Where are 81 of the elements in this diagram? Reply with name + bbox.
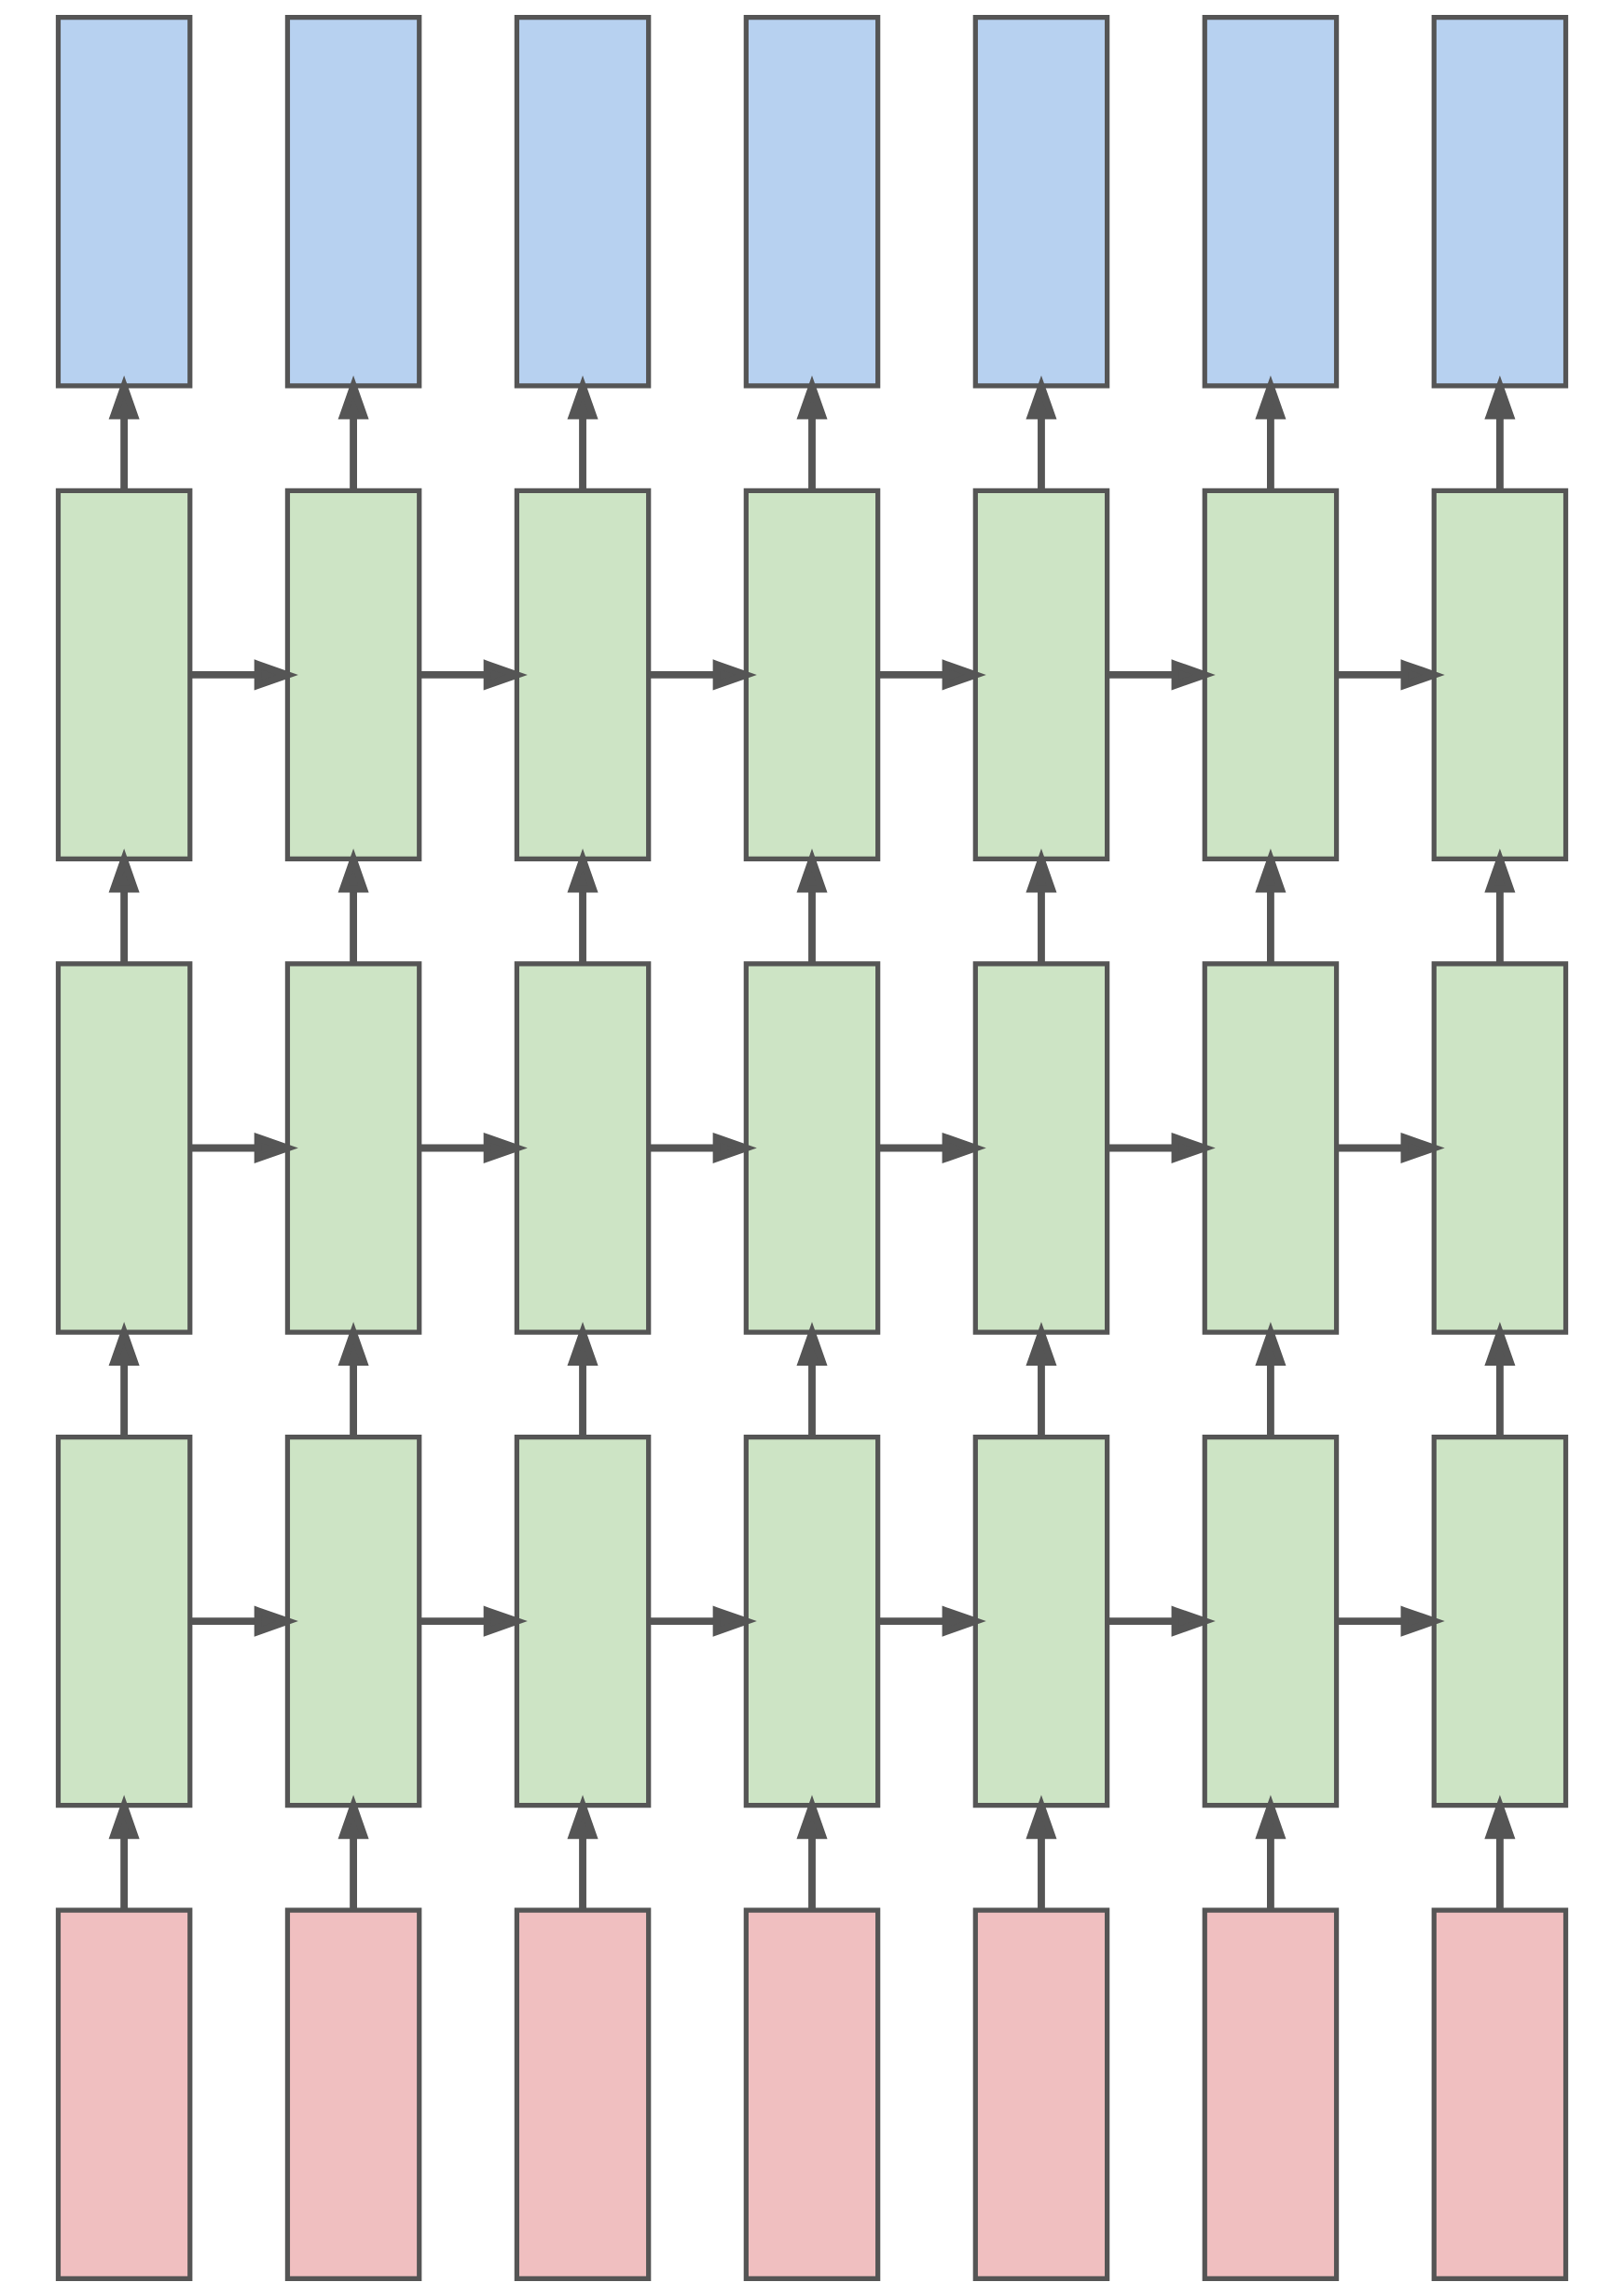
node-box <box>1431 961 1569 1335</box>
arrow <box>878 1605 986 1637</box>
node-box <box>743 15 881 389</box>
node-box <box>55 1907 193 2281</box>
node-box <box>972 1907 1110 2281</box>
node-box <box>514 15 652 389</box>
node-box <box>55 961 193 1335</box>
node-box <box>972 961 1110 1335</box>
arrow <box>1255 1321 1287 1437</box>
arrow <box>796 1794 828 1911</box>
node-box <box>514 1907 652 2281</box>
node-box <box>1431 1434 1569 1808</box>
arrow <box>337 848 369 964</box>
node-box <box>1431 15 1569 389</box>
arrow <box>1255 375 1287 491</box>
arrow <box>1108 1605 1216 1637</box>
arrow <box>1337 1132 1445 1164</box>
arrow <box>1025 375 1057 491</box>
arrow <box>1108 1132 1216 1164</box>
node-box <box>972 488 1110 862</box>
node-box <box>972 1434 1110 1808</box>
node-box <box>1431 488 1569 862</box>
arrow <box>1484 1321 1516 1437</box>
node-box <box>1202 488 1340 862</box>
arrow <box>190 1605 298 1637</box>
node-box <box>514 1434 652 1808</box>
arrow <box>878 1132 986 1164</box>
arrow <box>649 659 757 691</box>
arrow <box>567 375 599 491</box>
node-box <box>514 488 652 862</box>
arrow <box>796 848 828 964</box>
arrow <box>337 1794 369 1911</box>
node-box <box>55 15 193 389</box>
arrow <box>108 1321 140 1437</box>
arrow <box>420 659 528 691</box>
arrow <box>190 659 298 691</box>
arrow <box>337 375 369 491</box>
arrow <box>567 848 599 964</box>
node-box <box>1202 15 1340 389</box>
arrow <box>1484 375 1516 491</box>
node-box <box>284 1907 422 2281</box>
arrow <box>1108 659 1216 691</box>
node-box <box>743 961 881 1335</box>
node-box <box>1202 1434 1340 1808</box>
arrow <box>1025 848 1057 964</box>
arrow <box>108 375 140 491</box>
arrow <box>420 1605 528 1637</box>
arrow <box>1025 1321 1057 1437</box>
node-box <box>1202 1907 1340 2281</box>
node-box <box>55 488 193 862</box>
arrow <box>567 1321 599 1437</box>
arrow <box>1255 848 1287 964</box>
node-box <box>284 1434 422 1808</box>
node-box <box>284 961 422 1335</box>
arrow <box>1484 848 1516 964</box>
arrow <box>108 848 140 964</box>
arrow <box>796 375 828 491</box>
arrow <box>190 1132 298 1164</box>
arrow <box>420 1132 528 1164</box>
arrow <box>878 659 986 691</box>
node-box <box>1202 961 1340 1335</box>
arrow <box>337 1321 369 1437</box>
arrow <box>796 1321 828 1437</box>
node-box <box>284 15 422 389</box>
arrow <box>1025 1794 1057 1911</box>
arrow <box>649 1132 757 1164</box>
arrow <box>1337 1605 1445 1637</box>
node-box <box>1431 1907 1569 2281</box>
arrow <box>649 1605 757 1637</box>
node-box <box>743 1434 881 1808</box>
node-box <box>743 488 881 862</box>
arrow <box>567 1794 599 1911</box>
node-box <box>972 15 1110 389</box>
node-box <box>284 488 422 862</box>
node-box <box>743 1907 881 2281</box>
arrow <box>108 1794 140 1911</box>
node-box <box>514 961 652 1335</box>
arrow <box>1337 659 1445 691</box>
arrow <box>1255 1794 1287 1911</box>
node-box <box>55 1434 193 1808</box>
arrow <box>1484 1794 1516 1911</box>
